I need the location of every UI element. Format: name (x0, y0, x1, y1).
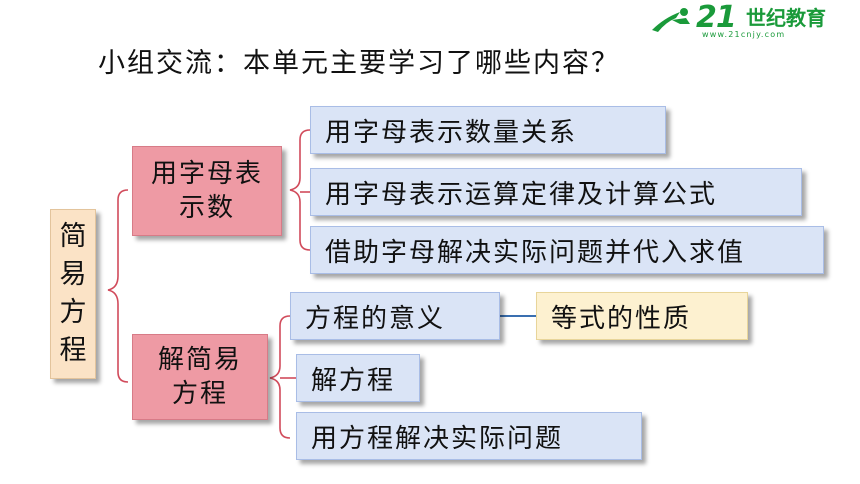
leaf-meaning-of-equation: 方程的意义 (290, 292, 500, 340)
branch-node-letters: 用字母表 示数 (132, 146, 282, 236)
branch1-bracket (289, 129, 311, 251)
root-bracket (107, 189, 129, 383)
root-char: 方 (59, 297, 87, 328)
linked-properties-of-equality: 等式的性质 (536, 292, 748, 340)
leaf-laws-and-formulas: 用字母表示运算定律及计算公式 (310, 168, 802, 216)
branch2-bracket (269, 315, 291, 439)
branch-label-line: 方程 (171, 379, 228, 409)
logo-name: 世纪教育 (746, 6, 826, 30)
leaf-word-problems: 用方程解决实际问题 (296, 412, 642, 460)
root-char: 程 (59, 335, 87, 366)
leaf-solve-equation: 解方程 (296, 354, 420, 402)
branch-node-equations: 解简易 方程 (132, 334, 268, 420)
brand-logo: 21 世纪教育 www.21cnjy.com (650, 2, 855, 42)
root-node: 简 易 方 程 (50, 209, 96, 379)
logo-number: 21 (696, 0, 737, 35)
question-title: 小组交流：本单元主要学习了哪些内容？ (98, 48, 620, 79)
leaf-solve-and-substitute: 借助字母解决实际问题并代入求值 (310, 226, 824, 274)
root-char: 易 (59, 259, 87, 290)
runner-icon (652, 8, 690, 32)
branch-label-line: 示数 (178, 193, 235, 223)
root-char: 简 (59, 221, 87, 252)
branch-label-line: 用字母表 (150, 159, 263, 189)
branch-label-line: 解简易 (157, 345, 242, 375)
leaf-quantity-relations: 用字母表示数量关系 (310, 106, 666, 154)
logo-url: www.21cnjy.com (702, 30, 786, 39)
